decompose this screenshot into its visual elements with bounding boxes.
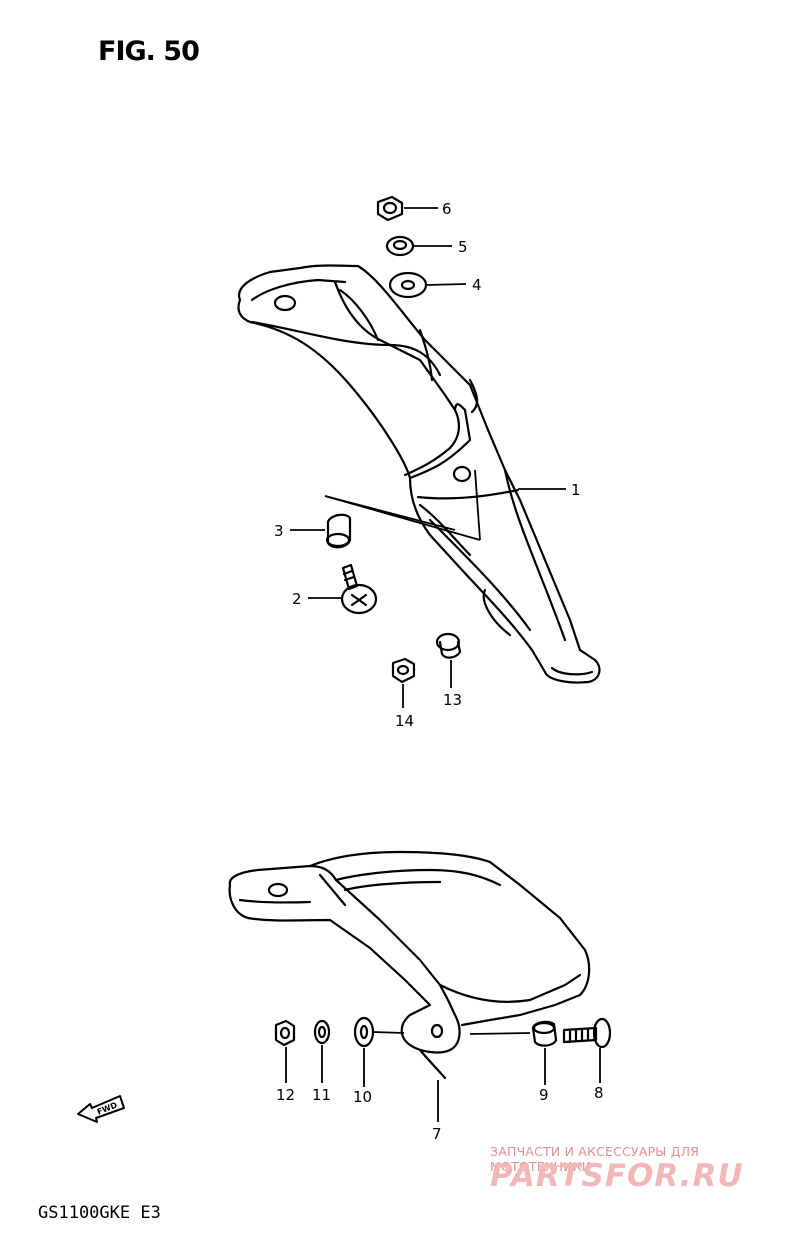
label-part-11: 11 (312, 1086, 331, 1104)
fwd-arrow-icon (77, 1095, 125, 1123)
figure-title: FIG. 50 (98, 36, 200, 67)
label-part-5: 5 (458, 238, 468, 256)
watermark-tagline: ЗАПЧАСТИ И АКСЕССУАРЫ ДЛЯ МОТОТЕХНИКИ (490, 1144, 700, 1174)
washer-part-4 (388, 271, 428, 299)
label-part-4: 4 (472, 276, 482, 294)
nut-part-12 (274, 1019, 296, 1047)
screw-part-2 (340, 563, 378, 615)
leader-lines (285, 207, 601, 1122)
spacer-part-3 (325, 513, 352, 549)
label-part-6: 6 (442, 200, 452, 218)
label-part-12: 12 (276, 1086, 295, 1104)
nut-part-6 (376, 195, 404, 222)
collar-part-13 (435, 632, 462, 659)
washer-part-11 (313, 1019, 331, 1045)
upper-guard-part-1 (237, 264, 601, 684)
label-part-10: 10 (353, 1088, 372, 1106)
lower-bracket-part-7 (228, 850, 591, 1080)
washer-part-5 (385, 235, 415, 257)
nut-part-14 (391, 657, 416, 684)
label-part-9: 9 (539, 1086, 549, 1104)
collar-part-9 (531, 1020, 558, 1047)
label-part-14: 14 (395, 712, 414, 730)
label-part-13: 13 (443, 691, 462, 709)
label-part-3: 3 (274, 522, 284, 540)
label-part-1: 1 (571, 481, 581, 499)
callout-numbers: 6 5 4 1 3 2 13 14 8 9 10 11 12 7 FWD (96, 200, 604, 1143)
label-part-7: 7 (432, 1125, 442, 1143)
watermark-logo: PARTSFOR.RU (490, 1158, 744, 1194)
label-part-2: 2 (292, 590, 302, 608)
bolt-part-8 (562, 1017, 612, 1049)
label-part-8: 8 (594, 1084, 604, 1102)
model-code: GS1100GKE E3 (38, 1203, 161, 1223)
washer-part-10 (353, 1016, 375, 1048)
